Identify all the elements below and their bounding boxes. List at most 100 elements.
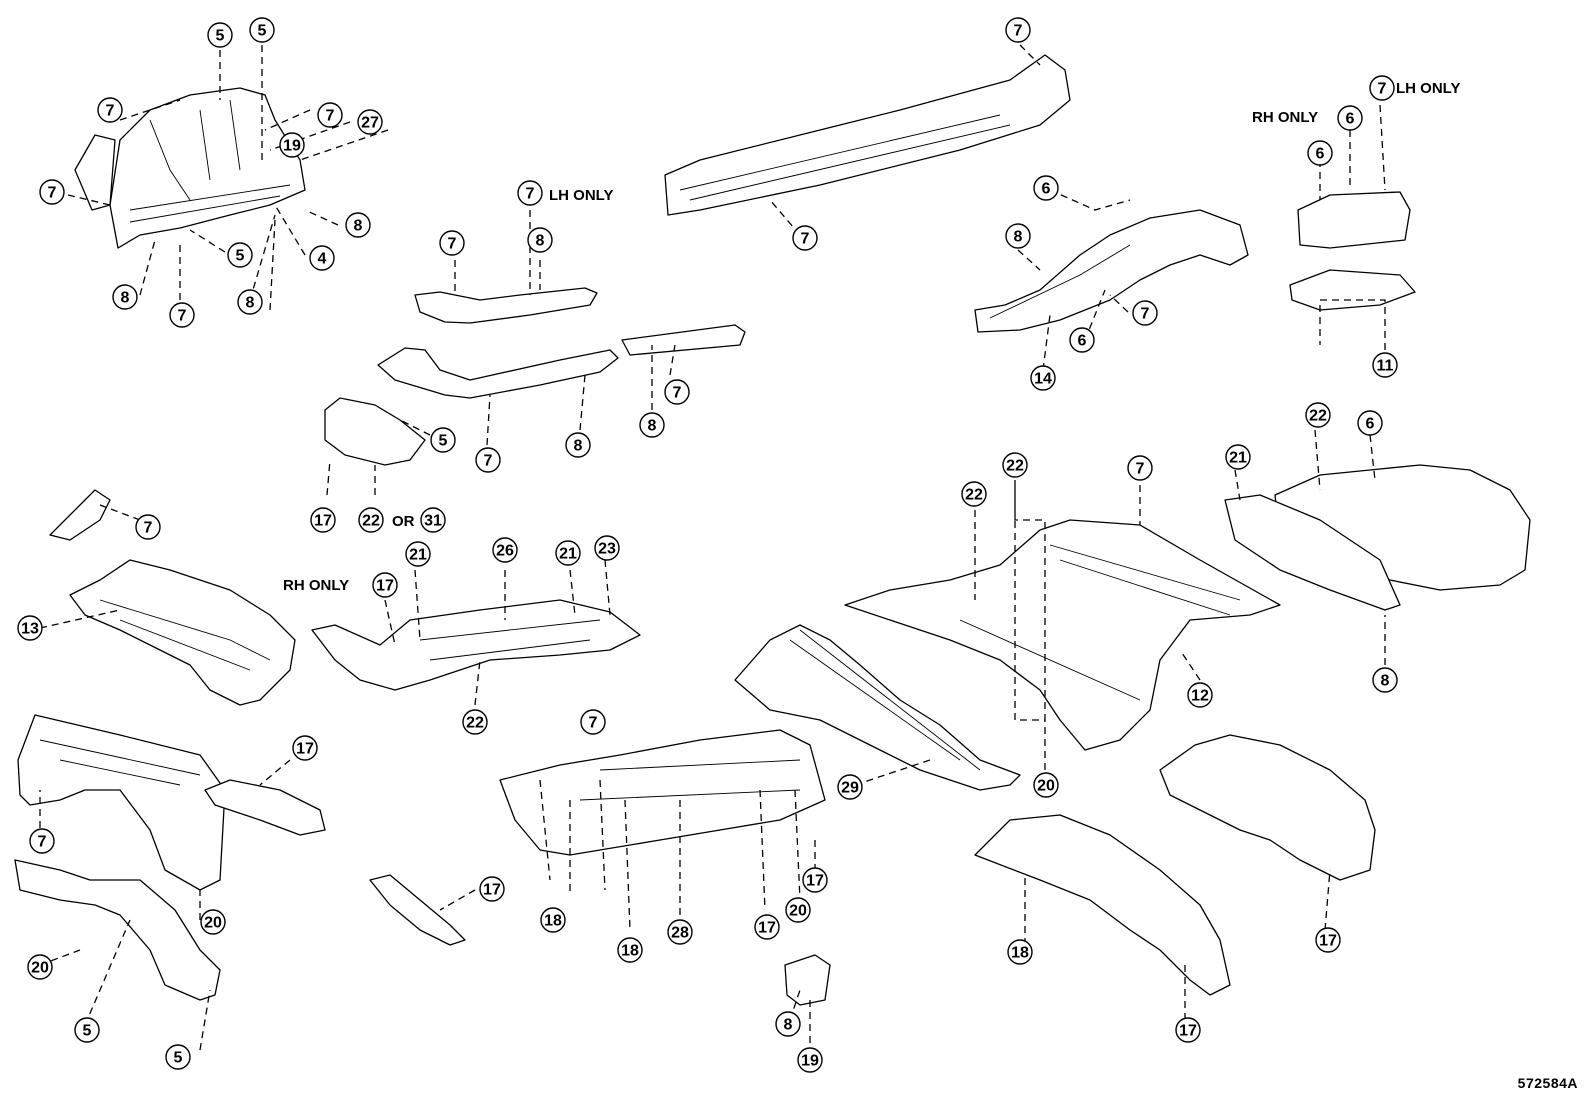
- callout-8: 8: [565, 432, 591, 458]
- callout-8: 8: [639, 412, 665, 438]
- callout-ring: [565, 432, 591, 458]
- callout-ring: [1337, 105, 1363, 131]
- part-rear-floor-pan: [1224, 464, 1531, 611]
- part-front-floor-pan: [311, 599, 641, 691]
- callout-number: 17: [296, 741, 314, 758]
- callout-number: 27: [361, 115, 379, 132]
- callout-ring: [135, 514, 161, 540]
- callout-7: 7: [135, 514, 161, 540]
- callout-8: 8: [345, 212, 371, 238]
- callout-5: 5: [430, 427, 456, 453]
- callout-22: 22: [1305, 402, 1331, 428]
- callout-ring: [279, 132, 305, 158]
- callout-ring: [1357, 410, 1383, 436]
- part-side-member-center: [734, 624, 1021, 791]
- callout-number: 7: [178, 308, 187, 325]
- callout-7: 7: [439, 230, 465, 256]
- callout-ring: [1033, 175, 1059, 201]
- note-rh-only-a: RH ONLY: [1252, 109, 1318, 126]
- callout-18: 18: [1007, 939, 1033, 965]
- callout-number: 22: [466, 715, 484, 732]
- callout-21: 21: [1225, 444, 1251, 470]
- callout-22: 22: [462, 709, 488, 735]
- callout-ring: [165, 1044, 191, 1070]
- callout-ring: [792, 225, 818, 251]
- callout-ring: [74, 1017, 100, 1043]
- callout-number: 7: [106, 103, 115, 120]
- callout-number: 7: [526, 186, 535, 203]
- part-dash-crossmember: [204, 779, 326, 836]
- callout-ring: [664, 379, 690, 405]
- callout-number: 6: [1316, 146, 1325, 163]
- callout-28: 28: [667, 919, 693, 945]
- callout-number: 7: [1378, 81, 1387, 98]
- callout-number: 8: [246, 295, 255, 312]
- callout-number: 22: [362, 513, 380, 530]
- callout-ring: [1369, 75, 1395, 101]
- callout-number: 7: [801, 231, 810, 248]
- callout-ring: [1187, 682, 1213, 708]
- callout-ring: [1175, 1017, 1201, 1043]
- part-rear-floor-crossmember-rh: [1289, 191, 1416, 311]
- callout-ring: [1127, 455, 1153, 481]
- callout-5: 5: [74, 1017, 100, 1043]
- callout-11: 11: [1372, 352, 1398, 378]
- callout-number: 7: [144, 520, 153, 537]
- callout-number: 17: [376, 578, 394, 595]
- part-floor-tunnel: [499, 729, 826, 856]
- callout-22: 22: [1002, 452, 1028, 478]
- callout-13: 13: [17, 615, 43, 641]
- callout-number: 8: [1381, 673, 1390, 690]
- callout-7: 7: [517, 180, 543, 206]
- callout-ring: [345, 212, 371, 238]
- callout-20: 20: [785, 897, 811, 923]
- callout-5: 5: [227, 242, 253, 268]
- drawing-code: 572584A: [1517, 1075, 1578, 1091]
- callout-ring: [1305, 402, 1331, 428]
- callout-7: 7: [39, 179, 65, 205]
- callout-ring: [1315, 927, 1341, 953]
- callout-ring: [309, 245, 335, 271]
- part-center-floor-pan: [844, 519, 1281, 751]
- callout-19: 19: [279, 132, 305, 158]
- callout-number: 5: [236, 248, 245, 265]
- callout-number: 21: [559, 546, 577, 563]
- callout-17: 17: [1315, 927, 1341, 953]
- callout-number: 14: [1034, 371, 1052, 388]
- callout-ring: [439, 230, 465, 256]
- callout-number: 19: [801, 1053, 819, 1070]
- part-rocker-panel-outer: [664, 54, 1071, 216]
- part-front-side-member-lh: [414, 287, 598, 324]
- callout-ring: [430, 427, 456, 453]
- callout-8: 8: [775, 1011, 801, 1037]
- callout-number: 21: [409, 547, 427, 564]
- callout-ring: [1002, 452, 1028, 478]
- callout-ring: [492, 537, 518, 563]
- callout-7: 7: [580, 709, 606, 735]
- part-front-floor-bracket: [324, 397, 426, 466]
- callout-ring: [1007, 939, 1033, 965]
- callout-ring: [617, 937, 643, 963]
- callout-ring: [580, 709, 606, 735]
- callout-6: 6: [1337, 105, 1363, 131]
- callout-7: 7: [792, 225, 818, 251]
- callout-ring: [785, 897, 811, 923]
- callout-7: 7: [169, 302, 195, 328]
- callout-number: 5: [258, 23, 267, 40]
- callout-7: 7: [664, 379, 690, 405]
- callout-ring: [112, 284, 138, 310]
- callout-ring: [961, 481, 987, 507]
- callout-number: 7: [1136, 461, 1145, 478]
- callout-7: 7: [29, 828, 55, 854]
- part-cowl-brace: [49, 489, 111, 541]
- callout-number: 7: [484, 453, 493, 470]
- callout-number: 17: [806, 873, 824, 890]
- callout-27: 27: [357, 109, 383, 135]
- callout-17: 17: [754, 914, 780, 940]
- callout-ring: [207, 22, 233, 48]
- callout-number: 22: [965, 487, 983, 504]
- callout-ring: [227, 242, 253, 268]
- callout-ring: [317, 102, 343, 128]
- callout-number: 20: [789, 903, 807, 920]
